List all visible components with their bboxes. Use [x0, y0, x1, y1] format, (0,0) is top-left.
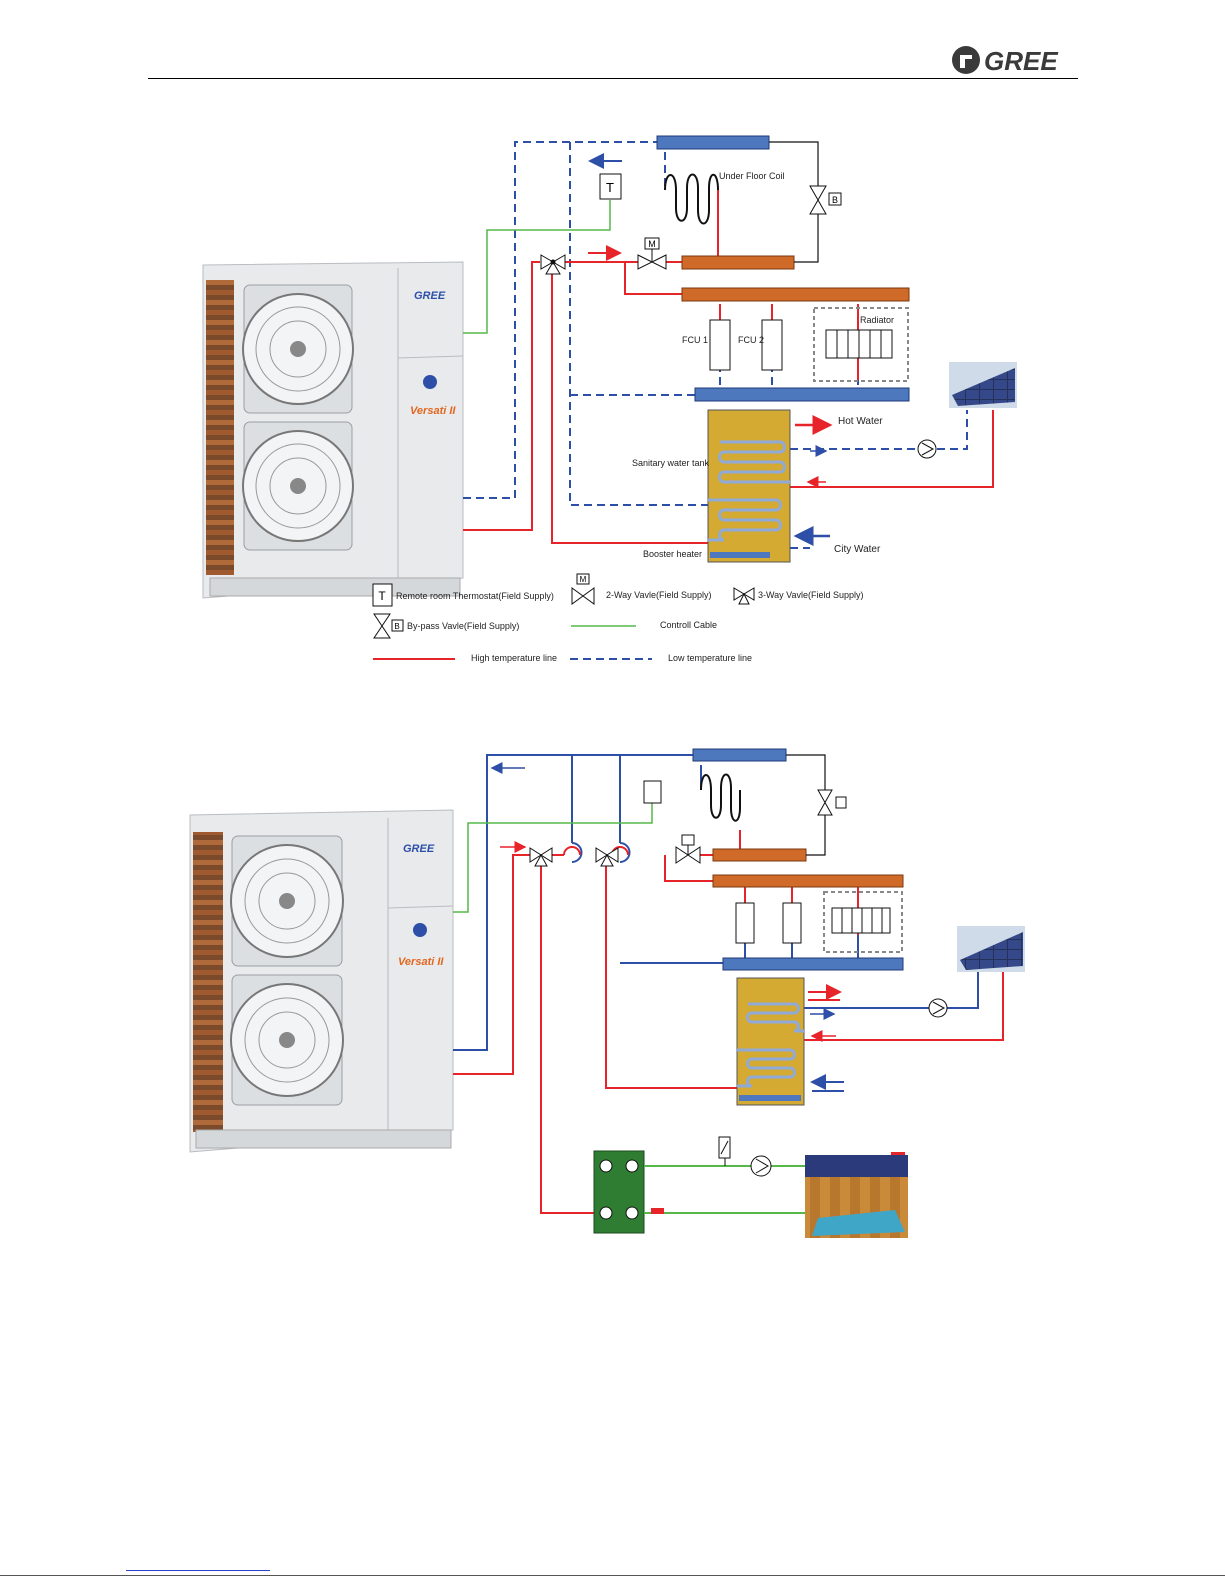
svg-text:B: B [832, 195, 838, 205]
floor-coil-manifold-1 [681, 255, 795, 270]
low-temp-lines-2 [453, 754, 979, 1051]
solar-panel-1 [949, 362, 1017, 408]
high-temp-lines-2 [453, 830, 1004, 1214]
pump-icon [917, 439, 937, 459]
sanitary-tank-label: Sanitary water tank [632, 458, 710, 468]
radiator-zone [823, 891, 903, 953]
booster-heater-label: Booster heater [643, 549, 702, 559]
hot-manifold-1 [681, 287, 910, 302]
fcu-1 [735, 902, 755, 944]
bypass-valve-icon [817, 789, 847, 816]
fcu-2 [761, 319, 783, 371]
radiator-label: Radiator [860, 315, 894, 325]
legend-three-way-label: 3-Way Vavle(Field Supply) [758, 590, 864, 600]
three-way-valve-icon [540, 254, 566, 275]
top-manifold-2 [692, 748, 787, 762]
legend-high-temp-label: High temperature line [471, 653, 557, 663]
radiator-icon [831, 907, 891, 934]
flow-switch-icon [718, 1136, 731, 1166]
footer-rule [0, 1575, 1225, 1576]
two-way-valve-icon [675, 834, 701, 864]
fcu-1-label: FCU 1 [682, 335, 708, 345]
sanitary-water-tank-2 [736, 977, 805, 1106]
unit-model-text: Versati II [398, 956, 444, 968]
outdoor-unit-2: GREE Versati II [189, 809, 454, 1153]
legend-thermostat-label: Remote room Thermostat(Field Supply) [396, 591, 554, 601]
top-manifold-1 [656, 135, 770, 150]
under-floor-coil-icon [664, 173, 719, 225]
cold-manifold-2 [722, 957, 904, 971]
outdoor-unit-1: GREE Versati II [202, 261, 464, 599]
legend-1: T Remote room Thermostat(Field Supply) M… [372, 573, 864, 663]
city-water-label: City Water [834, 544, 881, 555]
footer-link-underline[interactable] [126, 1570, 270, 1571]
unit-model-text: Versati II [410, 405, 456, 417]
plate-heat-exchanger [593, 1150, 645, 1234]
three-way-valve-icon [529, 847, 553, 867]
high-temp-lines-1 [463, 190, 994, 544]
pump-icon [928, 998, 948, 1018]
radiator-zone [813, 307, 909, 382]
svg-text:M: M [648, 239, 656, 249]
series-emblem-icon [413, 923, 427, 937]
unit-badge-text: GREE [403, 843, 435, 855]
legend-bypass-label: By-pass Vavle(Field Supply) [407, 621, 519, 631]
legend-two-way-label: 2-Way Vavle(Field Supply) [606, 590, 712, 600]
sensor-marker [651, 1208, 664, 1214]
legend-low-temp-label: Low temperature line [668, 653, 752, 663]
series-emblem-icon [423, 375, 437, 389]
legend-three-way-valve-icon [733, 587, 755, 605]
svg-text:B: B [394, 622, 399, 631]
pool-pump-icon [750, 1155, 772, 1177]
control-cable-2 [453, 803, 653, 913]
fcu-2-label: FCU 2 [738, 335, 764, 345]
legend-two-way-valve-icon: M [571, 573, 595, 605]
hot-water-label: Hot Water [838, 416, 883, 427]
floor-coil-manifold-2 [712, 848, 807, 862]
under-floor-coil-icon [700, 773, 741, 822]
logo-text: GREE [984, 46, 1058, 76]
three-way-valve-icon [595, 847, 619, 867]
solar-panel-2 [957, 926, 1025, 972]
legend-thermostat-icon: T [372, 583, 393, 607]
thermostat-icon: T [599, 173, 622, 200]
sanitary-water-tank-1 [707, 409, 791, 563]
unit-badge-text: GREE [414, 290, 446, 302]
fcu-1 [709, 319, 731, 371]
two-way-valve-icon: M [637, 237, 667, 270]
control-cable-1 [463, 200, 611, 334]
bypass-valve-icon: B [809, 185, 842, 215]
cold-manifold-1 [694, 387, 910, 402]
under-floor-coil-label: Under Floor Coil [719, 171, 785, 181]
hot-manifold-2 [712, 874, 904, 888]
thermostat-icon [643, 780, 662, 804]
svg-text:M: M [580, 575, 587, 584]
pool-loop [644, 1165, 805, 1214]
svg-text:T: T [378, 589, 386, 603]
header-rule [148, 78, 1078, 79]
gree-logo: GREE [952, 46, 1058, 76]
legend-control-cable-label: Controll Cable [660, 620, 717, 630]
swimming-pool-image [805, 1155, 908, 1238]
legend-bypass-valve-icon: B [373, 613, 404, 639]
side-grille-1 [206, 280, 234, 575]
radiator-icon [825, 329, 893, 359]
svg-text:T: T [606, 180, 614, 195]
fcu-2 [782, 902, 802, 944]
